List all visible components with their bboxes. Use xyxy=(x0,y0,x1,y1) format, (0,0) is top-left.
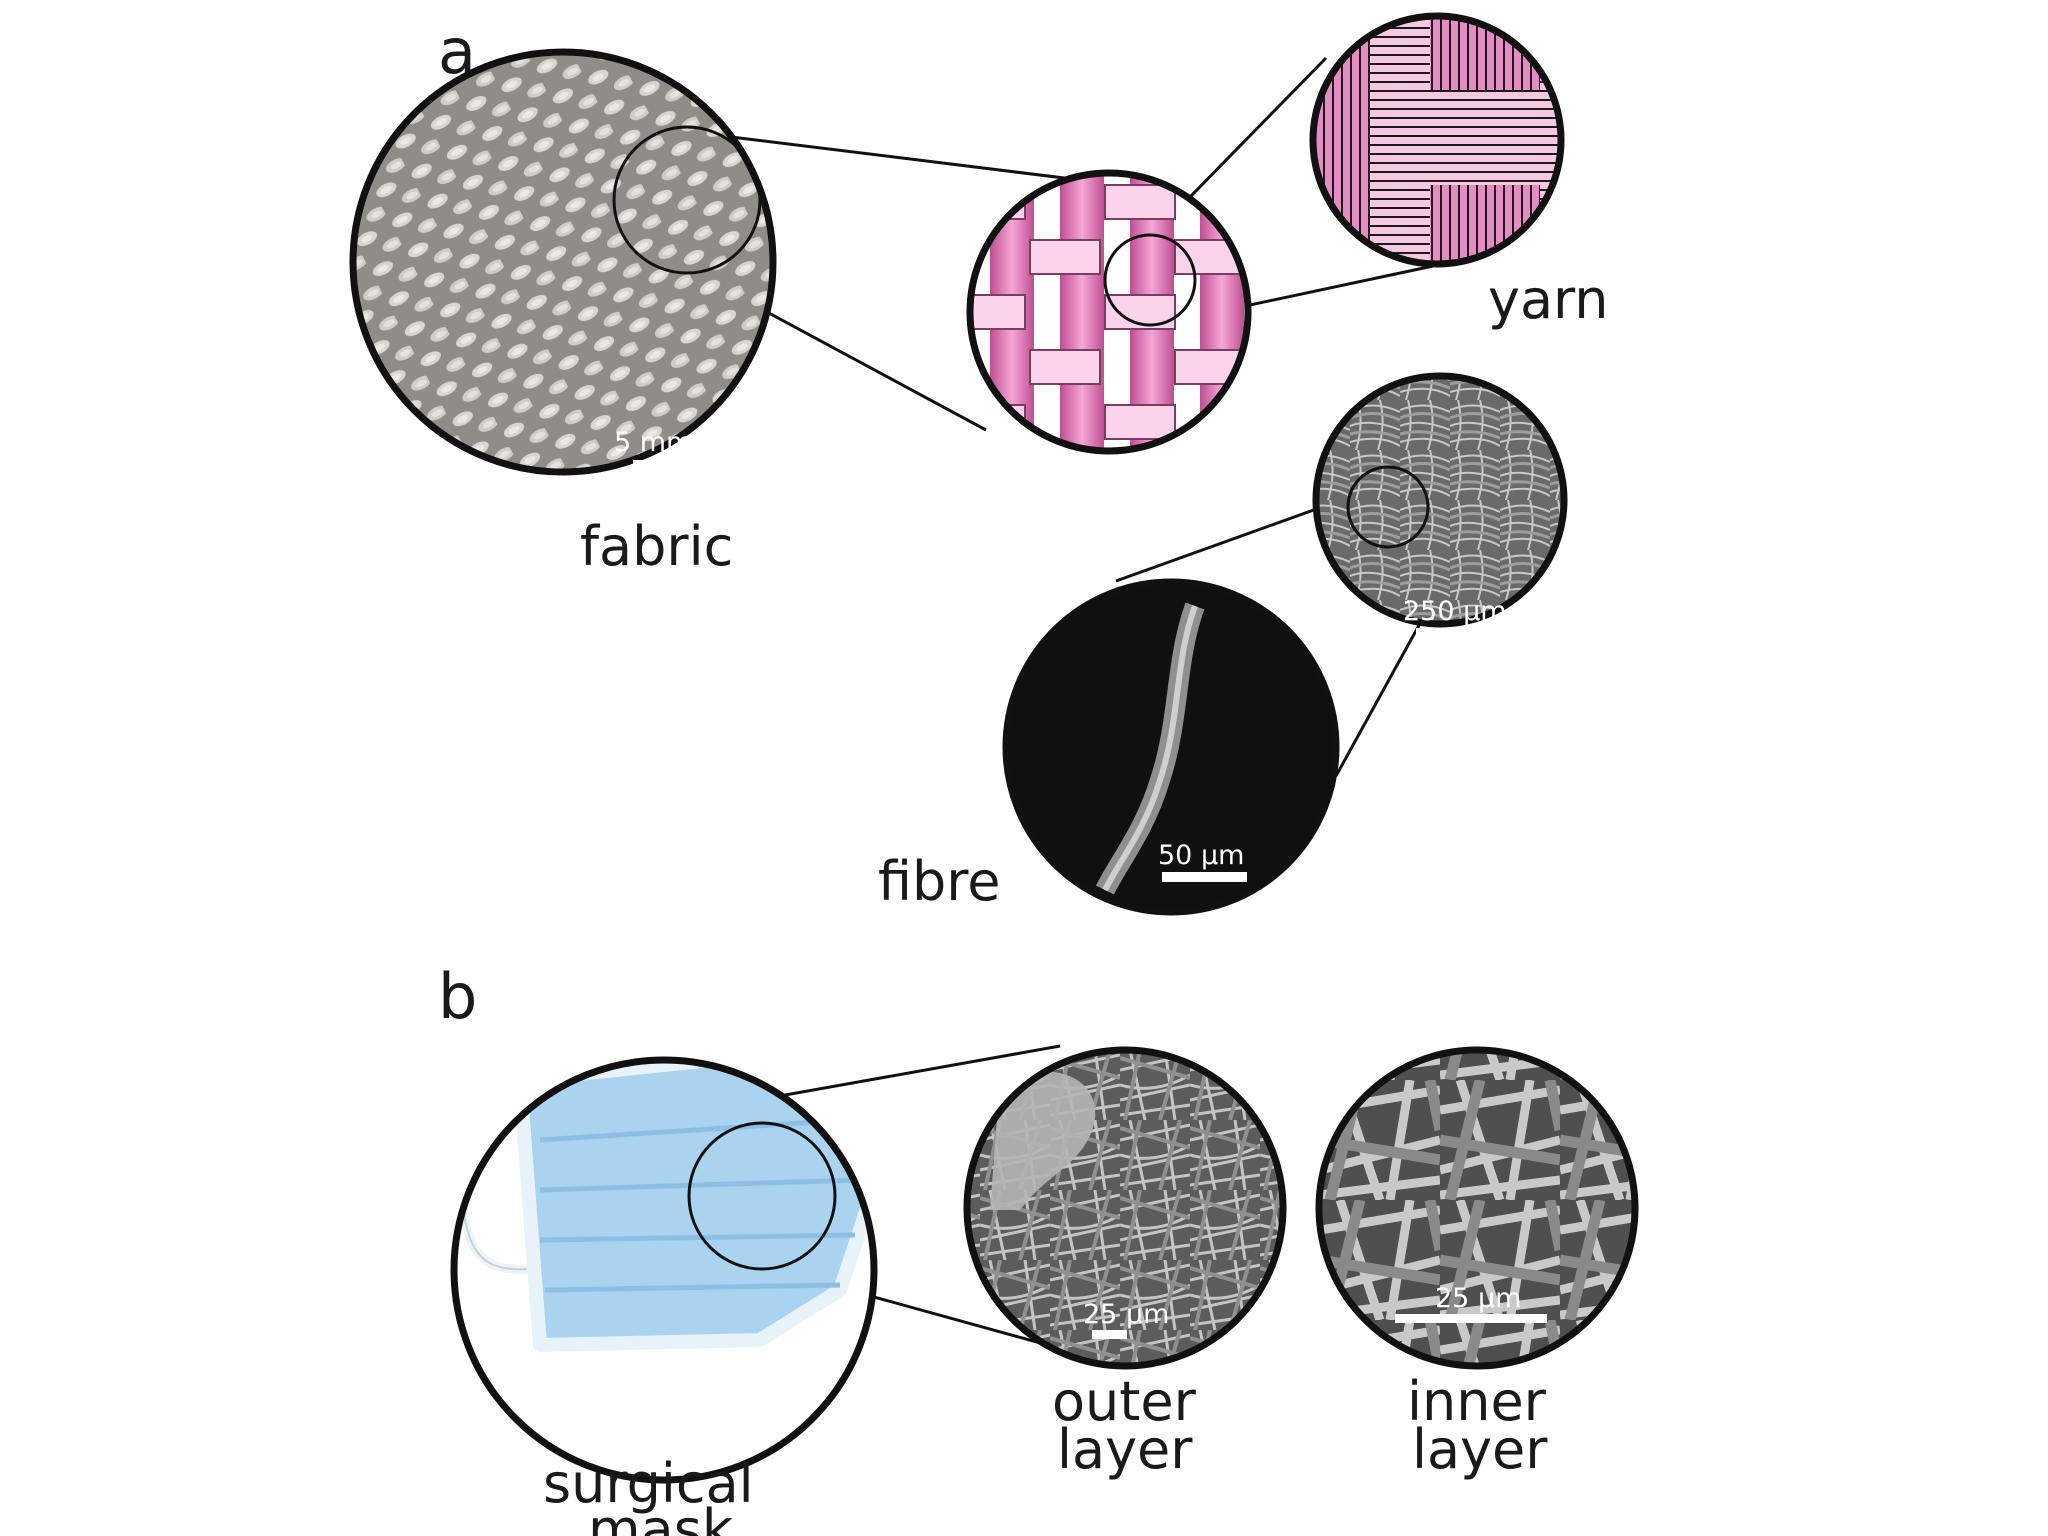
inner-label-line1: inner xyxy=(1407,1370,1547,1433)
inner-label-line2: layer xyxy=(1412,1418,1548,1481)
fabric-scale-label: 5 mm xyxy=(614,427,692,458)
panel-b-letter: b xyxy=(438,960,477,1033)
outer-label-line2: layer xyxy=(1057,1418,1193,1481)
inner-layer-sem-image: 25 µm xyxy=(1315,1046,1639,1370)
fibre-label: fibre xyxy=(878,850,1001,913)
fibre-scale-label: 50 µm xyxy=(1158,840,1244,871)
scale-bar xyxy=(1416,628,1517,637)
scale-bar xyxy=(1162,872,1247,882)
scale-bar xyxy=(1395,1314,1547,1323)
outer-label-line1: outer xyxy=(1052,1370,1197,1433)
yarn-sem-image: 250 µm xyxy=(1312,372,1568,637)
sem-yarn-scale-label: 250 µm xyxy=(1403,596,1507,627)
outer-scale-label: 25 µm xyxy=(1083,1299,1169,1330)
surgical-mask-photo xyxy=(450,1056,878,1484)
fibre-sem-image: 50 µm xyxy=(1002,578,1340,916)
scale-bar xyxy=(633,460,708,471)
scale-bar xyxy=(1092,1330,1127,1339)
fabric-photo: 5 mm xyxy=(349,48,777,476)
inner-scale-label: 25 µm xyxy=(1435,1283,1521,1314)
fabric-label: fabric xyxy=(580,515,733,578)
mask-label-line2: mask xyxy=(588,1498,734,1536)
weave-diagram xyxy=(970,173,1248,451)
mask-label-line1: surgical xyxy=(543,1452,754,1515)
outer-layer-sem-image: 25 µm xyxy=(963,1046,1287,1370)
yarn-label: yarn xyxy=(1488,268,1609,331)
